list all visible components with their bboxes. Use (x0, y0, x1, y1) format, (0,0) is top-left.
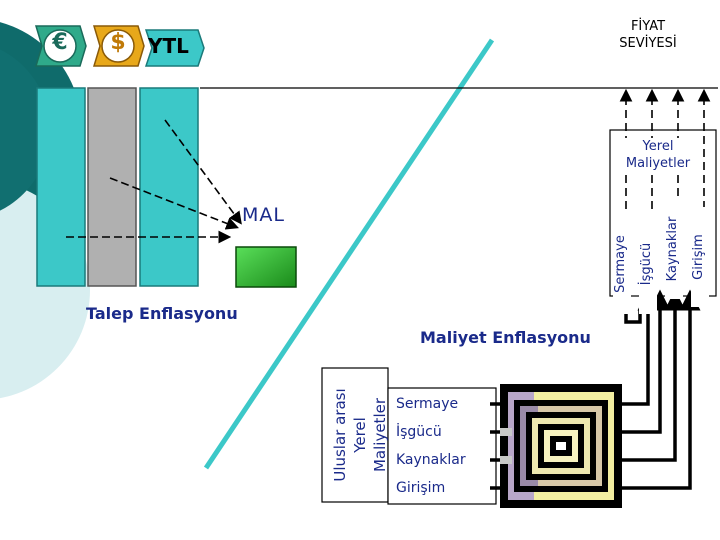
goods-label: MAL (242, 204, 285, 226)
price-level-line2: SEVİYESİ (608, 35, 688, 52)
international-costs-line2: Yerel (351, 370, 369, 500)
cost-list-labor: İşgücü (396, 424, 442, 440)
local-costs-title: Yerel Maliyetler (614, 138, 702, 172)
demand-inflation-label: Talep Enflasyonu (86, 304, 238, 323)
maze-graphic (500, 384, 622, 508)
column-bars (37, 88, 198, 286)
cost-inflation-label: Maliyet Enflasyonu (420, 328, 591, 347)
local-factor-capital: Sermaye (613, 214, 631, 314)
local-factor-entrepreneurship: Girişim (691, 207, 709, 307)
international-costs-line3: Maliyetler (371, 370, 389, 500)
cost-list-resources: Kaynaklar (396, 452, 466, 468)
dollar-symbol: $ (106, 30, 130, 55)
local-factor-labor: İşgücü (639, 214, 657, 314)
price-level-label: FİYAT SEVİYESİ (608, 18, 688, 52)
cost-list-capital: Sermaye (396, 396, 458, 412)
international-costs-line1: Uluslar arası (331, 370, 349, 500)
ytl-label: YTL (148, 34, 204, 62)
local-costs-line2: Maliyetler (614, 155, 702, 172)
goods-box (236, 247, 296, 287)
cost-list-entrepreneurship: Girişim (396, 480, 445, 496)
local-factor-resources: Kaynaklar (665, 199, 683, 299)
dollar-badge: $ (88, 18, 146, 74)
price-level-line1: FİYAT (608, 18, 688, 35)
euro-badge: € (30, 18, 88, 74)
cost-connectors (615, 300, 690, 488)
local-costs-line1: Yerel (614, 138, 702, 155)
euro-symbol: € (48, 30, 72, 55)
